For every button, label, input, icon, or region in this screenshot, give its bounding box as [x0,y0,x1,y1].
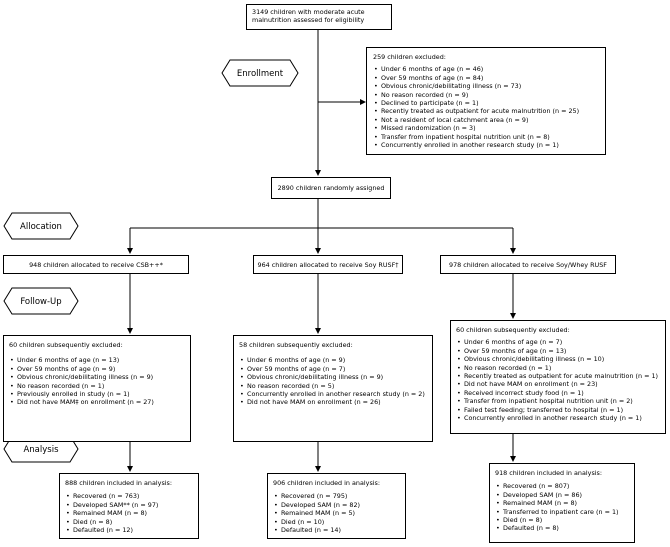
list-item: Over 59 months of age (n = 7) [239,365,427,374]
arm3-analysis-title: 918 children included in analysis: [495,469,603,477]
arm3-allocated-text: 978 children allocated to receive Soy/Wh… [449,261,607,269]
arm2-allocated-text: 964 children allocated to receive Soy RU… [257,261,399,269]
list-item: Concurrently enrolled in another researc… [373,141,599,150]
arm1-excluded-title: 60 children subsequently excluded: [9,341,123,349]
arm1-analysis-title: 888 children included in analysis: [65,479,173,487]
arm1-analysis-list: Recovered (n = 763) Developed SAM** (n =… [65,492,193,534]
list-item: Declined to participate (n = 1) [373,99,599,108]
list-item: Developed SAM (n = 82) [273,501,400,510]
arm2-analysis-title: 906 children included in analysis: [273,479,381,487]
list-item: Missed randomization (n = 3) [373,124,599,133]
list-item: Developed SAM** (n = 97) [65,501,193,510]
list-item: Over 59 months of age (n = 9) [9,365,185,374]
list-item: Recently treated as outpatient for acute… [373,107,599,116]
list-item: Remained MAM (n = 5) [273,509,400,518]
list-item: No reason recorded (n = 5) [239,382,427,391]
list-item: Recovered (n = 807) [495,482,629,491]
list-item: No reason recorded (n = 1) [9,382,185,391]
arm1-excluded-box: 60 children subsequently excluded: Under… [3,335,191,442]
list-item: Did not have MAM‡ on enrollment (n = 27) [9,398,185,407]
list-item: Died (n = 10) [273,518,400,527]
list-item: Obvious chronic/debilitating illness (n … [9,373,185,382]
enrollment-excluded-list: Under 6 months of age (n = 46) Over 59 m… [373,65,599,149]
randomized-text: 2890 children randomly assigned [277,184,385,192]
arm1-allocated-box: 948 children allocated to receive CSB++* [3,255,189,274]
stage-followup-label: Follow-Up [20,297,61,307]
list-item: Remained MAM (n = 8) [65,509,193,518]
list-item: Remained MAM (n = 8) [495,499,629,508]
list-item: Died (n = 8) [495,516,629,525]
list-item: Over 59 months of age (n = 84) [373,74,599,83]
list-item: Transfer from inpatient hospital nutriti… [373,133,599,142]
list-item: Failed test feeding; transferred to hosp… [456,406,660,415]
list-item: Obvious chronic/debilitating illness (n … [239,373,427,382]
arm2-excluded-title: 58 children subsequently excluded: [239,341,353,349]
arm2-excluded-box: 58 children subsequently excluded: Under… [233,335,433,442]
list-item: Previously enrolled in study (n = 1) [9,390,185,399]
list-item: Defaulted (n = 14) [273,526,400,535]
enrollment-excluded-title: 259 children excluded: [373,53,446,61]
list-item: Concurrently enrolled in another researc… [456,414,660,423]
arm2-excluded-list: Under 6 months of age (n = 9) Over 59 mo… [239,356,427,407]
list-item: Recovered (n = 795) [273,492,400,501]
arm1-excluded-list: Under 6 months of age (n = 13) Over 59 m… [9,356,185,407]
list-item: Under 6 months of age (n = 13) [9,356,185,365]
list-item: Transferred to inpatient care (n = 1) [495,508,629,517]
stage-followup: Follow-Up [3,287,79,315]
arm3-allocated-box: 978 children allocated to receive Soy/Wh… [440,255,616,274]
randomized-box: 2890 children randomly assigned [271,177,391,199]
list-item: Transfer from inpatient hospital nutriti… [456,397,660,406]
arm2-analysis-list: Recovered (n = 795) Developed SAM (n = 8… [273,492,400,534]
list-item: Obvious chronic/debilitating illness (n … [373,82,599,91]
list-item: Under 6 months of age (n = 7) [456,338,660,347]
arm3-excluded-box: 60 children subsequently excluded: Under… [450,320,666,434]
list-item: No reason recorded (n = 1) [456,364,660,373]
list-item: Defaulted (n = 8) [495,524,629,533]
list-item: Concurrently enrolled in another researc… [239,390,427,399]
arm2-analysis-box: 906 children included in analysis: Recov… [267,473,406,539]
list-item: Did not have MAM on enrollment (n = 23) [456,380,660,389]
assessed-text: 3149 children with moderate acute malnut… [252,8,365,25]
arm3-analysis-list: Recovered (n = 807) Developed SAM (n = 8… [495,482,629,533]
list-item: Recovered (n = 763) [65,492,193,501]
list-item: Developed SAM (n = 86) [495,491,629,500]
list-item: Not a resident of local catchment area (… [373,116,599,125]
list-item: Did not have MAM on enrollment (n = 26) [239,398,427,407]
arm3-excluded-list: Under 6 months of age (n = 7) Over 59 mo… [456,338,660,422]
enrollment-excluded-box: 259 children excluded: Under 6 months of… [366,47,606,155]
stage-allocation-label: Allocation [20,222,62,232]
stage-allocation: Allocation [3,212,79,240]
arm2-allocated-box: 964 children allocated to receive Soy RU… [253,255,403,274]
arm3-excluded-title: 60 children subsequently excluded: [456,326,570,334]
arm3-analysis-box: 918 children included in analysis: Recov… [489,463,635,543]
list-item: No reason recorded (n = 9) [373,91,599,100]
list-item: Over 59 months of age (n = 13) [456,347,660,356]
list-item: Received incorrect study food (n = 1) [456,389,660,398]
stage-analysis-label: Analysis [23,445,59,455]
stage-enrollment-label: Enrollment [237,69,284,79]
stage-enrollment: Enrollment [221,59,299,87]
assessed-box: 3149 children with moderate acute malnut… [246,4,392,30]
list-item: Under 6 months of age (n = 9) [239,356,427,365]
arm1-analysis-box: 888 children included in analysis: Recov… [59,473,199,539]
arm1-allocated-text: 948 children allocated to receive CSB++* [29,261,163,269]
list-item: Obvious chronic/debilitating illness (n … [456,355,660,364]
list-item: Defaulted (n = 12) [65,526,193,535]
list-item: Under 6 months of age (n = 46) [373,65,599,74]
list-item: Died (n = 8) [65,518,193,527]
list-item: Recently treated as outpatient for acute… [456,372,660,381]
